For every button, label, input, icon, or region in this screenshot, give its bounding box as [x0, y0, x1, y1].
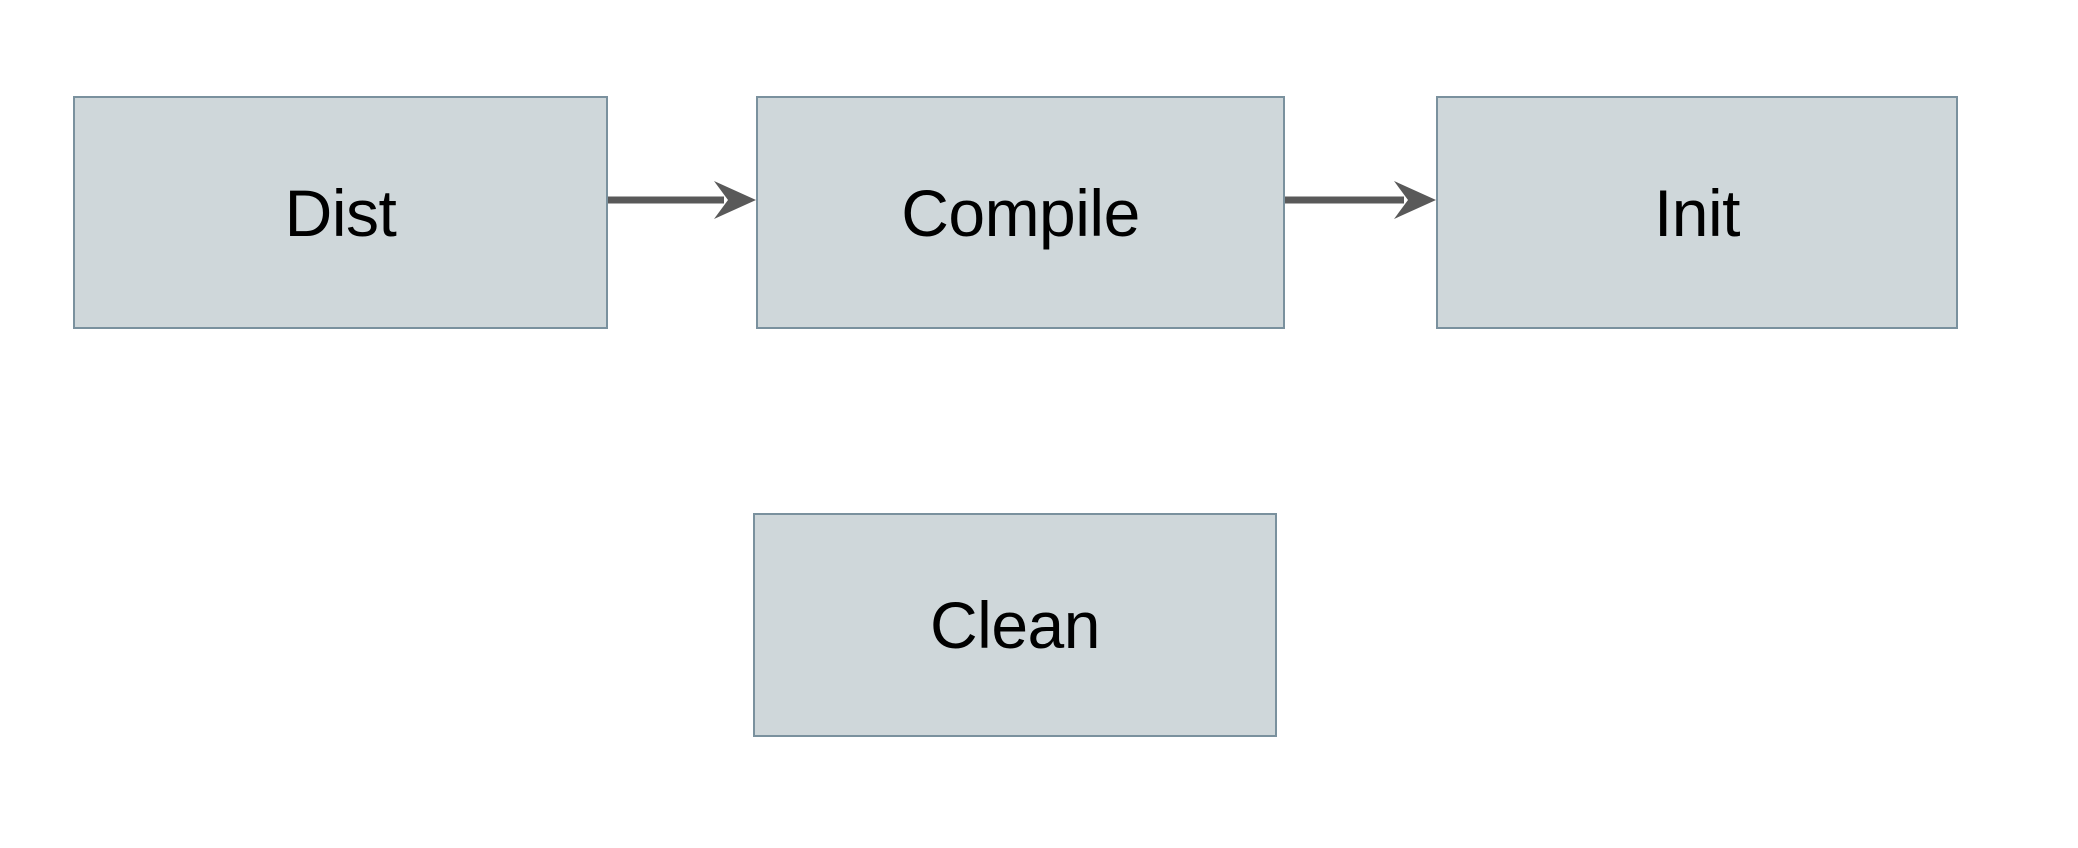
edge-compile-to-init[interactable] [1285, 177, 1436, 223]
node-init[interactable]: Init [1436, 96, 1958, 329]
arrow-icon [1285, 181, 1436, 219]
node-clean-label: Clean [930, 588, 1100, 662]
edge-dist-to-compile[interactable] [608, 177, 756, 223]
node-dist-label: Dist [284, 175, 397, 250]
arrow-icon [608, 181, 756, 219]
node-compile[interactable]: Compile [756, 96, 1285, 329]
node-init-label: Init [1653, 175, 1741, 250]
node-compile-label: Compile [901, 175, 1140, 250]
node-clean[interactable]: Clean [753, 513, 1277, 737]
node-dist[interactable]: Dist [73, 96, 608, 329]
